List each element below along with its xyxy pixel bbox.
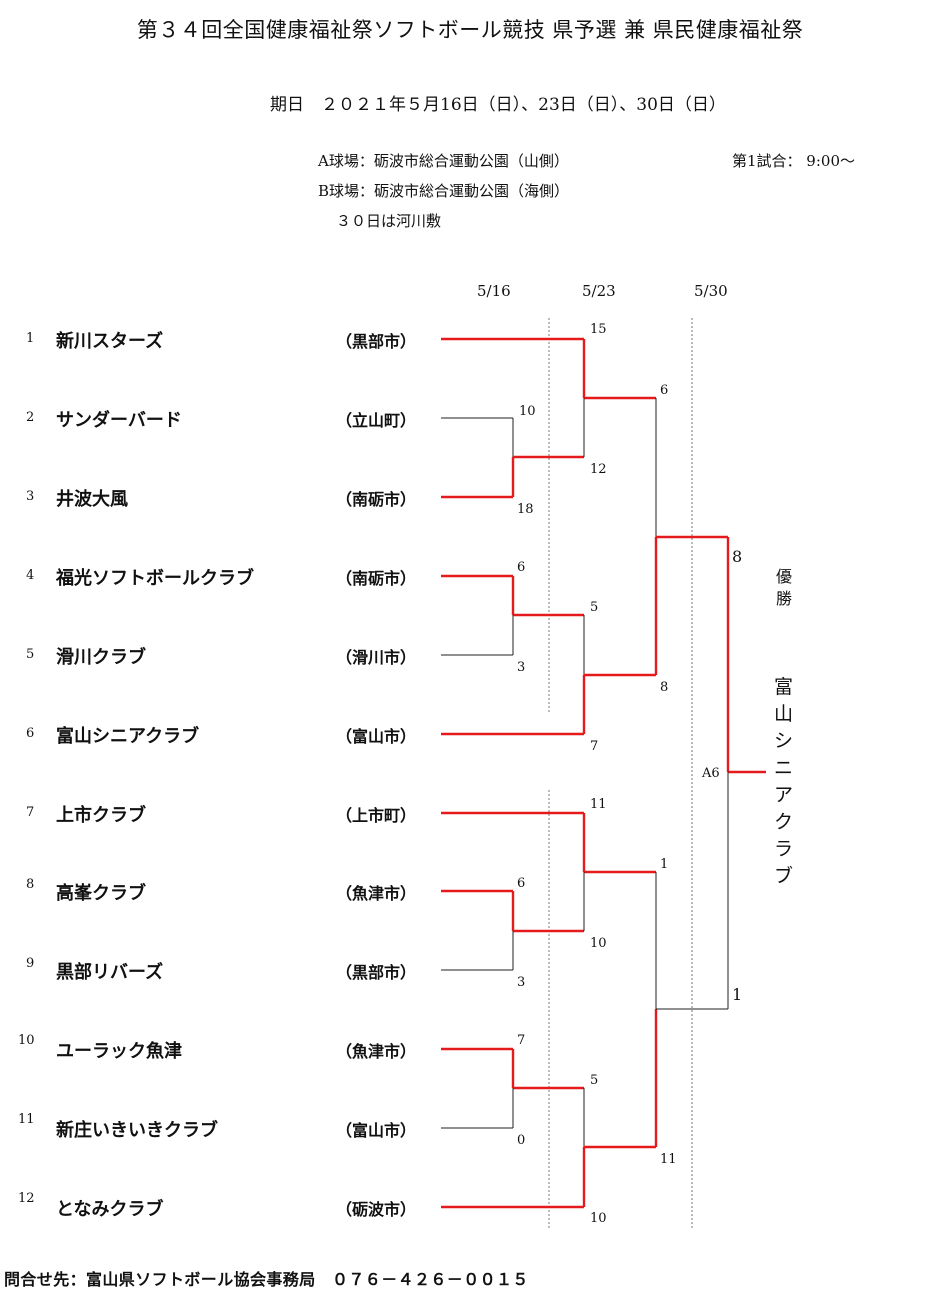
team-name: 新川スターズ [56,331,164,352]
match-score: 7 [590,739,599,754]
venue-note: ３０日は河川敷 [336,212,442,230]
team-seed: 2 [26,410,35,425]
team-city: （南砺市） [336,569,417,588]
team-name: サンダーバード [56,410,182,431]
team-seed: 8 [26,877,35,892]
team-city: （黒部市） [336,963,417,982]
team-name: 福光ソフトボールクラブ [56,568,254,589]
round-date-2: 5/23 [582,282,616,300]
match-score: 7 [517,1033,526,1048]
team-name: 井波大風 [56,489,128,510]
team-city: （魚津市） [336,884,417,903]
match-score: 10 [590,936,607,951]
team-city: （魚津市） [336,1042,417,1061]
match-score: 3 [517,660,526,675]
champion-name-char: ニ [774,757,794,779]
match-label: A6 [702,766,720,781]
team-seed: 7 [26,805,35,820]
team-seed: 9 [26,956,35,971]
team-name: 滑川クラブ [56,647,146,668]
champion-label-1: 優 [776,567,793,586]
contact-info: 問合せ先：富山県ソフトボール協会事務局 ０７６－４２６－００１５ [4,1270,529,1289]
team-city: （黒部市） [336,332,417,351]
team-name: 上市クラブ [56,805,146,826]
match-score: 10 [590,1211,607,1226]
team-seed: 5 [26,647,35,662]
team-seed: 1 [26,331,35,346]
team-city: （富山市） [336,727,417,746]
venue-a: A球場：砺波市総合運動公園（山側） [318,152,569,170]
match-score: 11 [590,797,607,812]
team-city: （砺波市） [336,1200,417,1219]
first-game-time: 第1試合： 9:00〜 [732,152,855,170]
schedule-dates: 期日 ２０２１年５月16日（日）、23日（日）、30日（日） [270,95,726,115]
champion-name-char: 山 [774,703,794,725]
round-date-3: 5/30 [694,282,728,300]
match-score: 11 [660,1152,677,1167]
team-city: （滑川市） [336,648,417,667]
team-name: 富山シニアクラブ [56,726,200,747]
match-score: 0 [517,1133,526,1148]
match-score: 8 [660,680,669,695]
team-seed: 11 [18,1112,35,1127]
match-score: 18 [517,502,534,517]
team-city: （立山町） [336,411,417,430]
match-score: 6 [517,560,526,575]
team-seed: 6 [26,726,35,741]
team-name: 黒部リバーズ [56,962,164,983]
match-score: 5 [590,600,599,615]
match-score: 5 [590,1073,599,1088]
match-score: 10 [519,404,536,419]
team-seed: 3 [26,489,35,504]
champion-name-char: ア [774,784,794,806]
match-score: 15 [590,322,607,337]
round-date-1: 5/16 [477,282,511,300]
page-title: 第３４回全国健康福祉祭ソフトボール競技 県予選 兼 県民健康福祉祭 [136,18,804,42]
team-seed: 4 [26,568,35,583]
team-seed: 12 [18,1191,35,1206]
team-city: （上市町） [336,806,417,825]
team-name: ユーラック魚津 [56,1041,182,1062]
champion-label-2: 勝 [776,589,793,608]
venue-b: B球場：砺波市総合運動公園（海側） [318,182,570,200]
champion-name-char: ク [774,811,794,833]
champion-name-char: ラ [774,838,794,860]
team-city: （南砺市） [336,490,417,509]
team-seed: 10 [18,1033,35,1048]
match-score: 1 [732,985,743,1004]
match-score: 1 [660,857,669,872]
champion-name-char: シ [774,730,794,752]
team-name: 新庄いきいきクラブ [56,1120,218,1141]
match-score: 6 [660,383,669,398]
match-score: 8 [732,547,743,566]
team-name: となみクラブ [56,1199,164,1220]
match-score: 6 [517,876,526,891]
match-score: 12 [590,462,607,477]
match-score: 3 [517,975,526,990]
champion-name-char: 富 [774,676,794,698]
champion-name-char: ブ [774,865,794,887]
team-city: （富山市） [336,1121,417,1140]
team-name: 高峯クラブ [56,883,146,904]
